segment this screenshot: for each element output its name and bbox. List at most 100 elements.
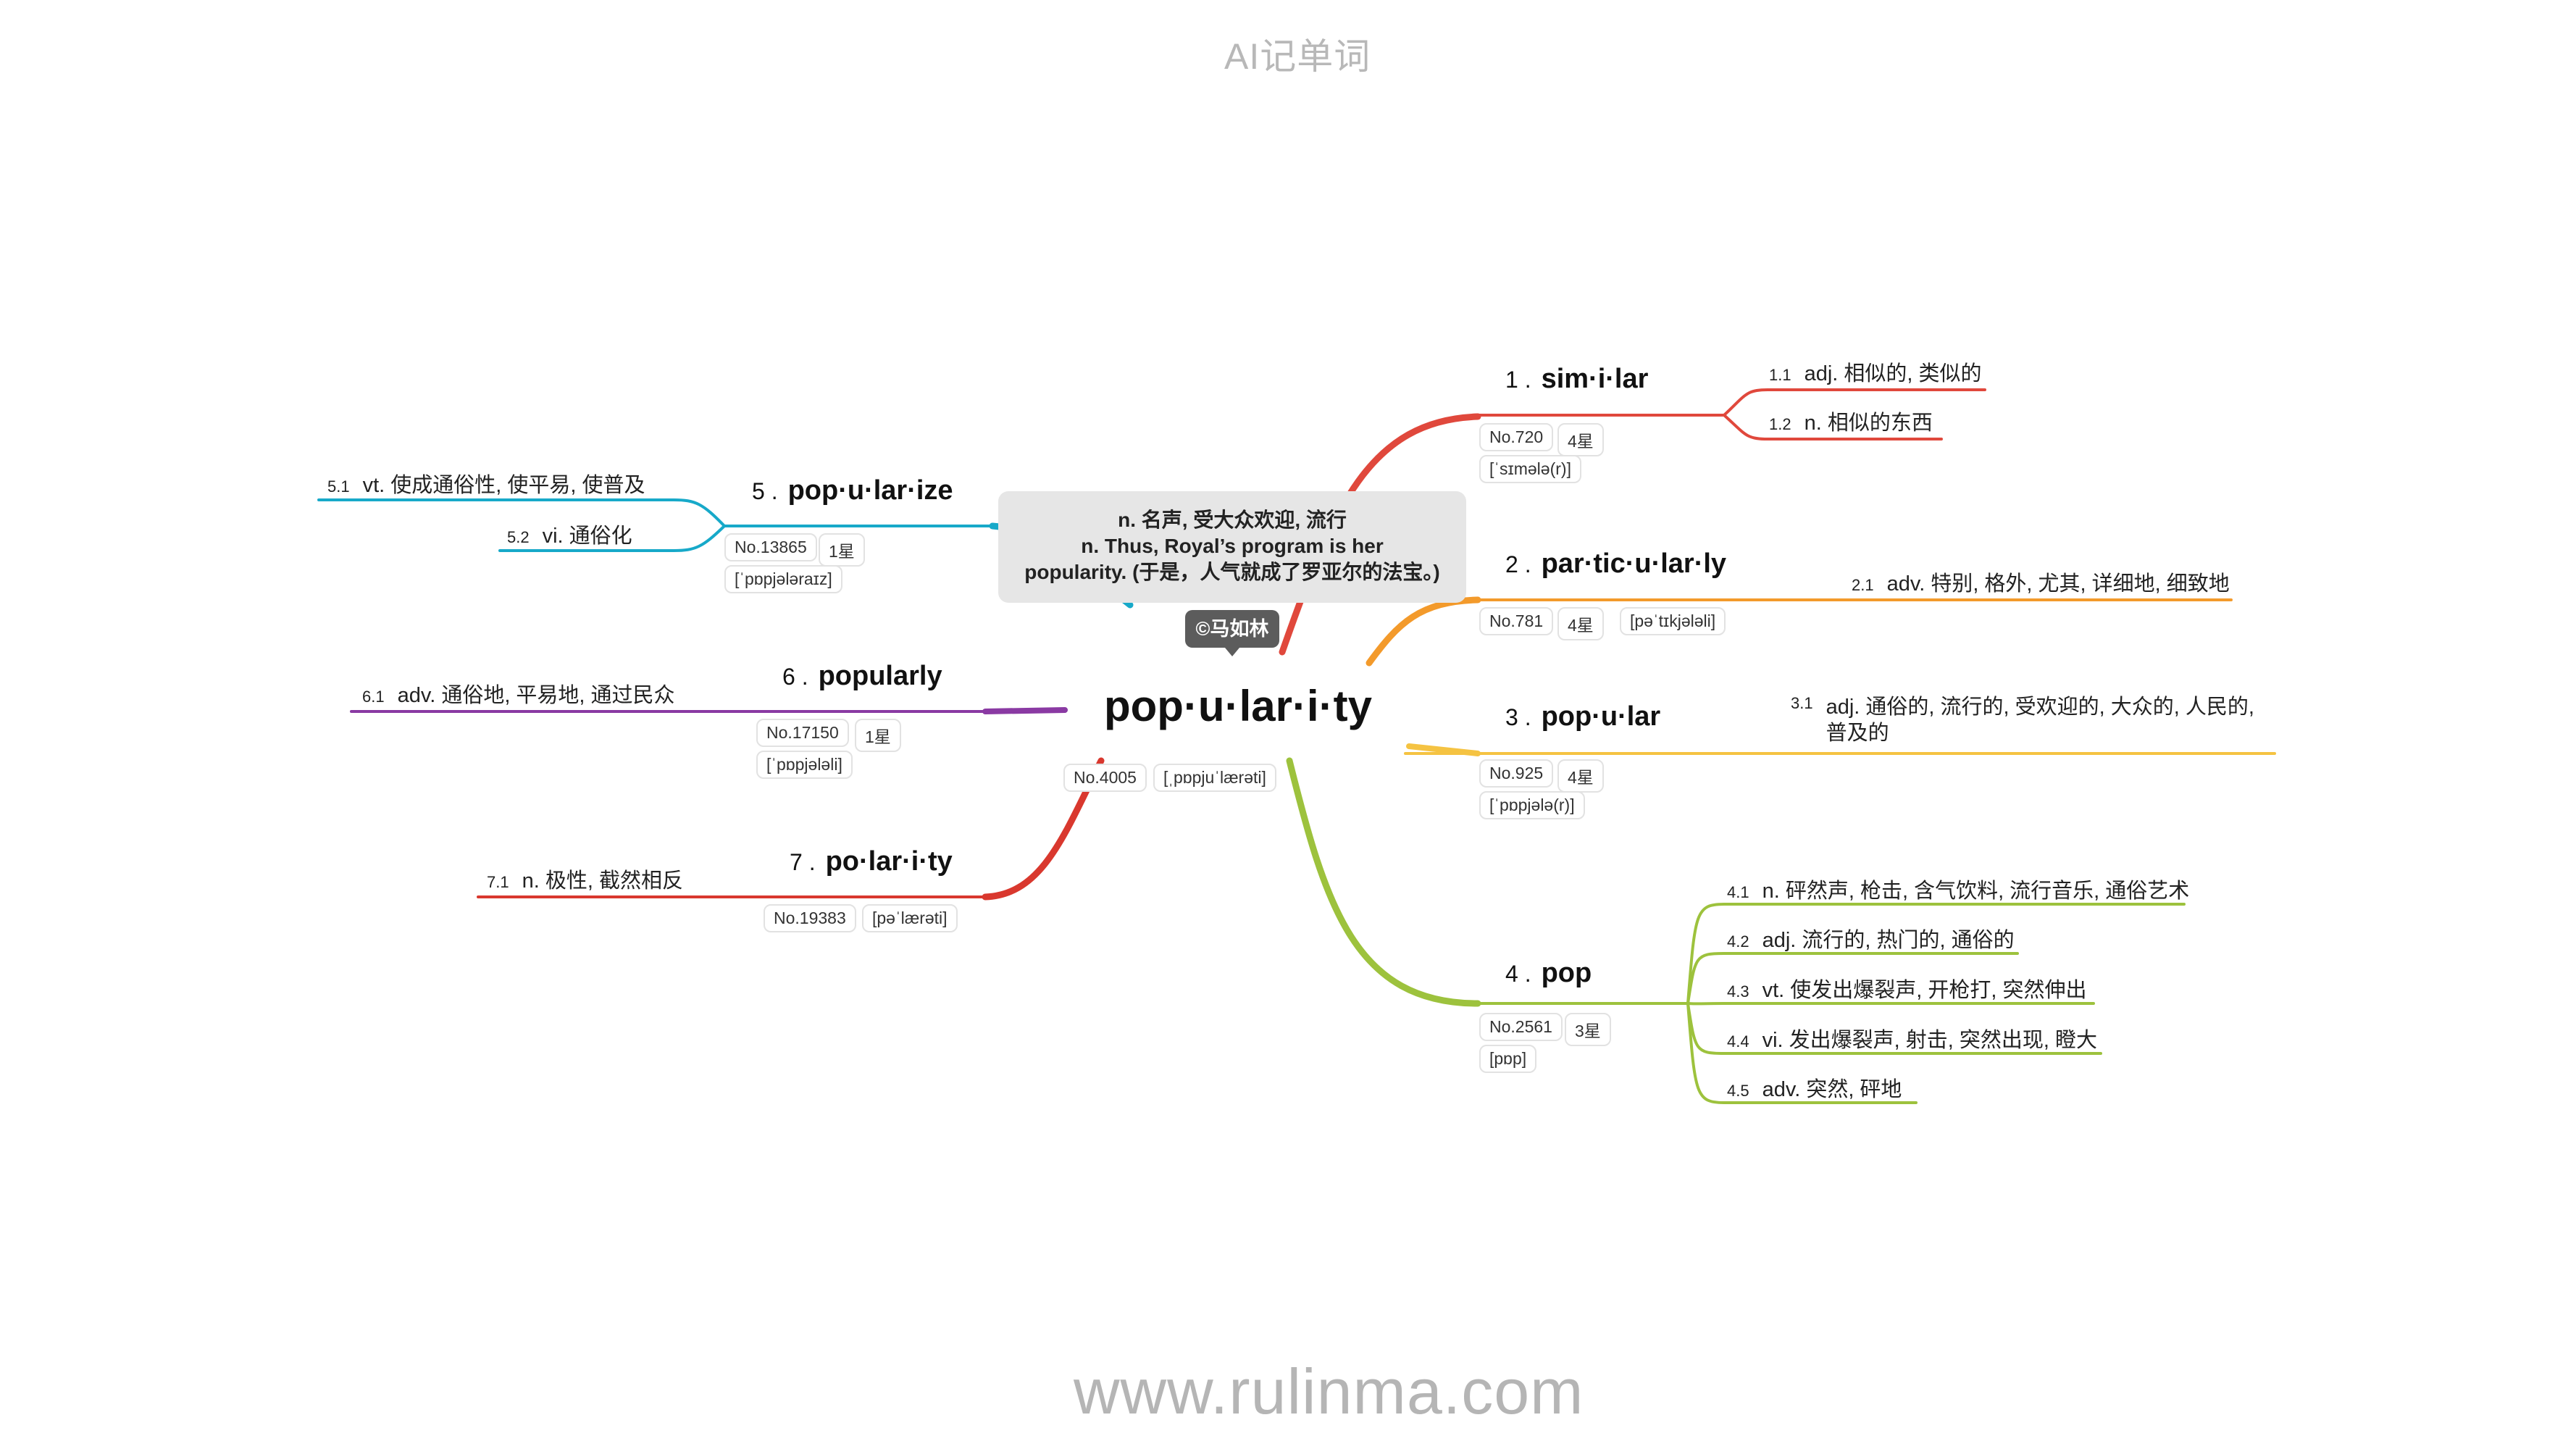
definition-6-1: 6.1 adv. 通俗地, 平易地, 通过民众 <box>362 678 675 709</box>
connector-def-1-2 <box>1723 414 1943 440</box>
def-index: 4.5 <box>1727 1082 1749 1100</box>
branch-headword: po·lar·i·ty <box>825 846 953 877</box>
ipa-chip: [pɒp] <box>1479 1045 1537 1073</box>
stars-chip: 4星 <box>1557 423 1604 456</box>
rank-chip: No.13865 <box>724 533 817 561</box>
stars-chip: 1星 <box>819 533 865 567</box>
def-index: 1.2 <box>1769 415 1791 433</box>
branch-number: 3 . <box>1505 704 1531 730</box>
def-text: n. 砰然声, 枪击, 含气饮料, 流行音乐, 通俗艺术 <box>1762 880 2190 903</box>
definition-4-1: 4.1 n. 砰然声, 枪击, 含气饮料, 流行音乐, 通俗艺术 <box>1727 874 2189 904</box>
root-rank-chip: No.4005 <box>1063 764 1147 792</box>
branch-number: 7 . <box>790 849 816 875</box>
note-line-1: n. 名声, 受大众欢迎, 流行 <box>1118 509 1347 531</box>
def-text: adv. 通俗地, 平易地, 通过民众 <box>397 684 675 707</box>
def-text: vi. 发出爆裂声, 射击, 突然出现, 瞪大 <box>1762 1029 2097 1052</box>
def-index: 4.2 <box>1727 932 1749 951</box>
definition-4-4: 4.4 vi. 发出爆裂声, 射击, 突然出现, 瞪大 <box>1727 1023 2097 1053</box>
rank-chip: No.2561 <box>1479 1013 1563 1041</box>
connector-def-4-5 <box>1686 1002 1918 1104</box>
definition-1-1: 1.1 adj. 相似的, 类似的 <box>1769 356 1982 387</box>
branch-headword: pop·u·lar <box>1541 701 1661 732</box>
stars-chip: 3星 <box>1565 1013 1611 1046</box>
copyright-badge: ©马如林 <box>1185 610 1279 656</box>
root-word: pop·u·lar·i·ty <box>1104 682 1372 730</box>
def-index: 1.1 <box>1769 366 1791 384</box>
def-text: vt. 使发出爆裂声, 开枪打, 突然伸出 <box>1762 979 2087 1002</box>
def-text: n. 相似的东西 <box>1804 412 1933 435</box>
definition-2-1: 2.1 adv. 特别, 格外, 尤其, 详细地, 细致地 <box>1852 567 2230 597</box>
app-title: AI记单词 <box>1224 36 1371 77</box>
branch-word-5: 5 . pop·u·lar·ize <box>752 475 953 506</box>
rank-chip: No.925 <box>1479 759 1554 788</box>
rank-chip: No.19383 <box>764 904 856 932</box>
branch-word-1: 1 . sim·i·lar <box>1505 364 1648 395</box>
connector-root-2 <box>1366 596 1481 667</box>
def-index: 5.1 <box>327 477 350 496</box>
branch-number: 2 . <box>1505 551 1531 577</box>
branch-headword: popularly <box>818 661 942 691</box>
def-index: 3.1 <box>1791 694 1813 712</box>
stars-chip: 4星 <box>1557 607 1604 640</box>
connector-def-5-1 <box>317 498 726 527</box>
definition-1-2: 1.2 n. 相似的东西 <box>1769 406 1933 436</box>
branch-word-6: 6 . popularly <box>782 661 942 692</box>
definition-4-2: 4.2 adj. 流行的, 热门的, 通俗的 <box>1727 923 2015 953</box>
def-text: vt. 使成通俗性, 使平易, 使普及 <box>362 474 645 497</box>
ipa-chip: [pəˈlærəti] <box>862 904 958 932</box>
branch-number: 6 . <box>782 664 808 690</box>
root-ipa-chip: [ˌpɒpjuˈlærəti] <box>1153 764 1276 792</box>
branch-word-3: 3 . pop·u·lar <box>1505 701 1660 732</box>
ipa-chip: [pəˈtɪkjələli] <box>1620 607 1726 635</box>
note-line-3: popularity. (于是，人气就成了罗亚尔的法宝。) <box>1024 561 1440 583</box>
ipa-chip: [ˈpɒpjələli] <box>756 751 853 779</box>
branch-word-4: 4 . pop <box>1505 958 1592 989</box>
definition-5-1: 5.1 vt. 使成通俗性, 使平易, 使普及 <box>327 468 645 498</box>
def-index: 6.1 <box>362 688 385 706</box>
branch-word-7: 7 . po·lar·i·ty <box>790 846 953 877</box>
ipa-chip: [ˈpɒpjələ(r)] <box>1479 791 1585 819</box>
rank-chip: No.781 <box>1479 607 1554 635</box>
branch-headword: par·tic·u·lar·ly <box>1541 548 1727 579</box>
def-index: 2.1 <box>1852 576 1874 594</box>
branch-headword: sim·i·lar <box>1541 364 1649 394</box>
definition-4-3: 4.3 vt. 使发出爆裂声, 开枪打, 突然伸出 <box>1727 973 2087 1003</box>
branch-headword: pop <box>1541 958 1592 988</box>
rank-chip: No.17150 <box>756 719 849 747</box>
def-index: 7.1 <box>487 873 509 891</box>
definition-7-1: 7.1 n. 极性, 截然相反 <box>487 864 683 894</box>
footer-url: www.rulinma.com <box>1074 1356 1584 1427</box>
connector-def-4-1 <box>1686 903 2186 1005</box>
def-text: adj. 相似的, 类似的 <box>1804 362 1982 385</box>
branch-number: 5 . <box>752 478 778 504</box>
def-text: adv. 特别, 格外, 尤其, 详细地, 细致地 <box>1886 572 2230 596</box>
def-index: 4.4 <box>1727 1032 1749 1051</box>
branch-number: 4 . <box>1505 961 1531 987</box>
stars-chip: 1星 <box>855 719 901 752</box>
ipa-chip: [ˈsɪmələ(r)] <box>1479 455 1581 483</box>
def-index: 5.2 <box>507 528 530 546</box>
note-line-2: n. Thus, Royal’s program is her <box>1081 535 1384 557</box>
branch-number: 1 . <box>1505 367 1531 393</box>
rank-chip: No.720 <box>1479 423 1554 451</box>
ipa-chip: [ˈpɒpjələraɪz] <box>724 565 842 593</box>
branch-word-2: 2 . par·tic·u·lar·ly <box>1505 548 1726 580</box>
definition-3-1: 3.1 adj. 通俗的, 流行的, 受欢迎的, 大众的, 人民的, 普及的 <box>1791 694 2275 746</box>
def-text: adj. 通俗的, 流行的, 受欢迎的, 大众的, 人民的, 普及的 <box>1826 696 2254 745</box>
def-index: 4.1 <box>1727 883 1749 901</box>
def-text: n. 极性, 截然相反 <box>522 869 683 893</box>
definition-5-2: 5.2 vi. 通俗化 <box>507 519 632 549</box>
definition-4-5: 4.5 adv. 突然, 砰地 <box>1727 1072 1902 1103</box>
stars-chip: 4星 <box>1557 759 1604 793</box>
def-index: 4.3 <box>1727 982 1749 1001</box>
connector-def-4-2 <box>1686 952 2019 1005</box>
root-definition-note: n. 名声, 受大众欢迎, 流行 n. Thus, Royal’s progra… <box>998 491 1466 603</box>
def-text: vi. 通俗化 <box>542 525 632 548</box>
connector-root-4 <box>1286 757 1481 1007</box>
branch-headword: pop·u·lar·ize <box>787 475 953 506</box>
connector-def-5-2 <box>498 525 726 552</box>
def-text: adj. 流行的, 热门的, 通俗的 <box>1762 929 2015 952</box>
def-text: adv. 突然, 砰地 <box>1762 1078 1902 1101</box>
